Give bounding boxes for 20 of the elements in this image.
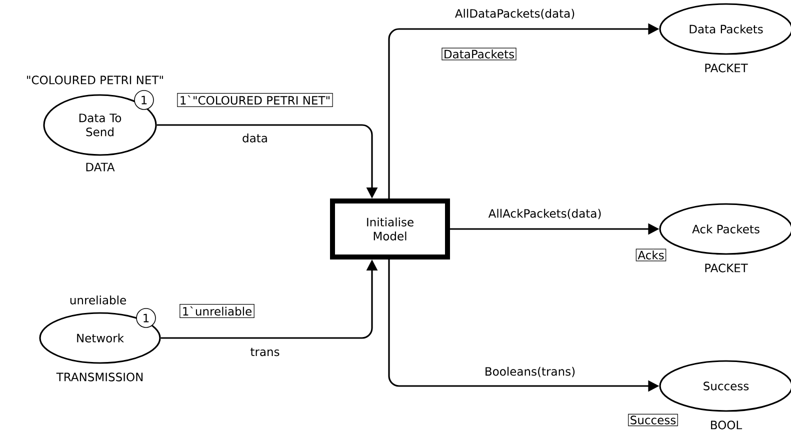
initial-marking-label: unreliable (70, 296, 126, 304)
initial-marking-label: "COLOURED PETRI NET" (27, 76, 163, 84)
marking-box: 1`unreliable (180, 304, 254, 318)
fusion-tag-box: DataPackets (442, 48, 516, 60)
colour-set-label: DATA (86, 162, 115, 172)
colour-set-label: TRANSMISSION (56, 372, 143, 382)
token-count: 1 (136, 308, 156, 328)
arc-label: AllAckPackets(data) (487, 208, 603, 220)
arc-label: Booleans(trans) (483, 366, 577, 378)
transition-box: Initialise Model (330, 198, 450, 260)
arc-label: trans (249, 346, 281, 358)
fusion-tag-box: Acks (636, 248, 666, 262)
fusion-tag-box: Success (628, 414, 678, 426)
arc-label: AllDataPackets(data) (454, 8, 576, 20)
token-count: 1 (134, 90, 154, 110)
arc-label: data (241, 132, 269, 144)
colour-set-label: BOOL (711, 420, 742, 430)
colour-set-label: PACKET (705, 264, 748, 272)
colour-set-label: PACKET (705, 64, 748, 72)
marking-box: 1`"COLOURED PETRI NET" (177, 93, 333, 107)
